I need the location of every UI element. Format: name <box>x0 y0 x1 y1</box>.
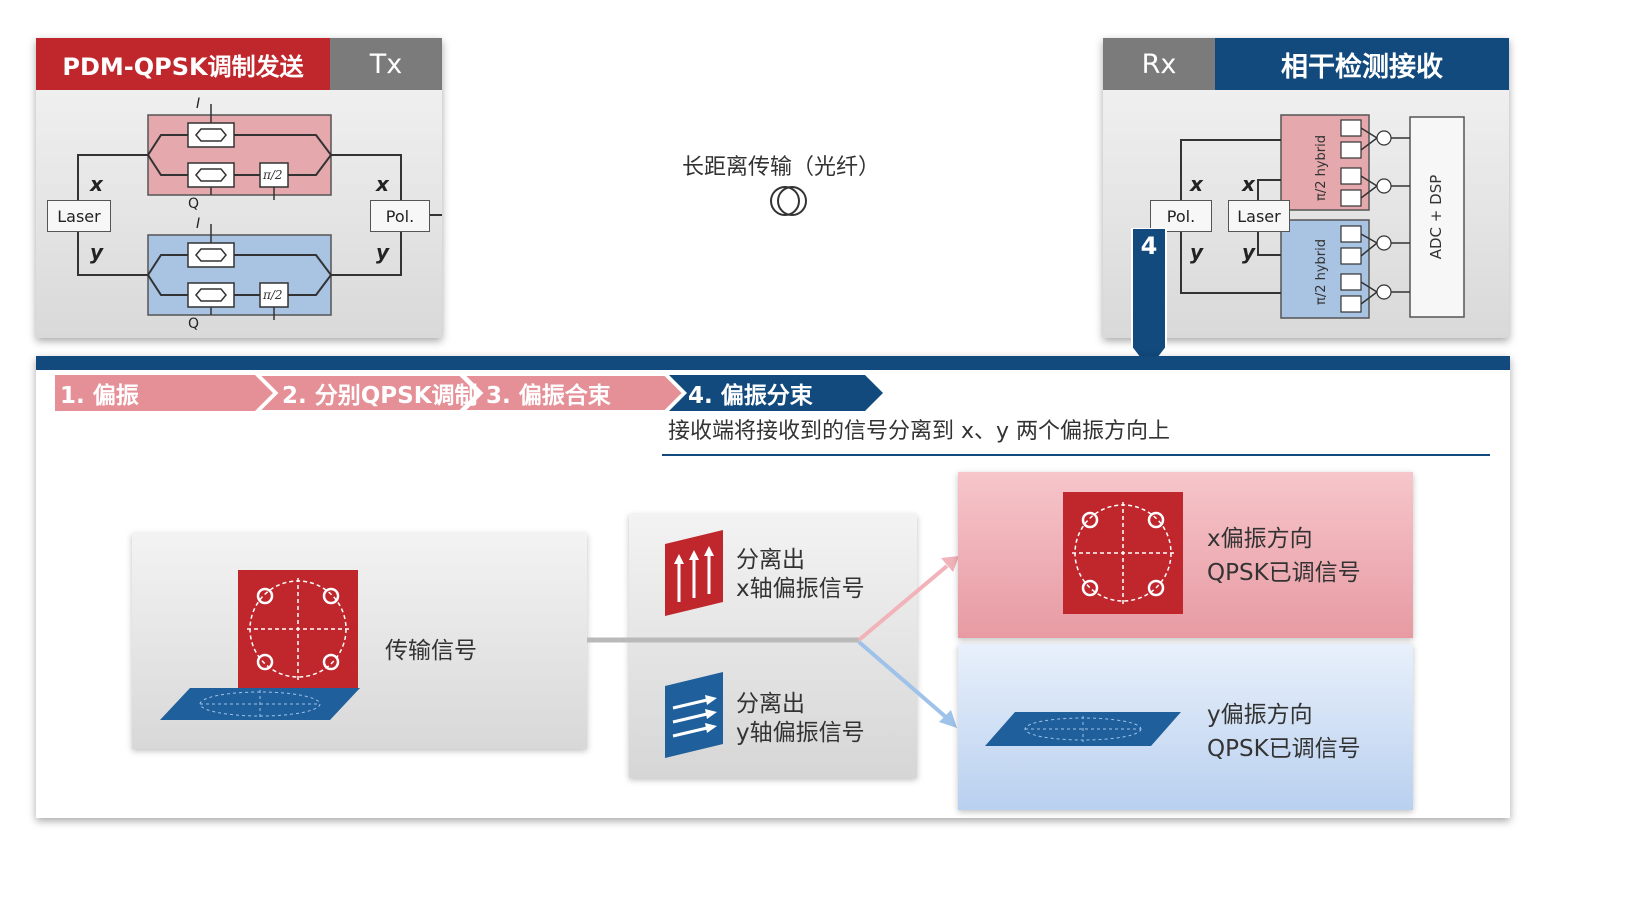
step-3: 3. 偏振合束 <box>486 383 611 409</box>
rx-receiver-diagram: π/2 hybrid π/2 hybrid ADC + DSP <box>1180 114 1465 319</box>
step-1: 1. 偏振 <box>60 383 139 409</box>
tx-x-right-label: x <box>376 172 389 196</box>
flow-arrows <box>587 556 959 728</box>
tx-x-left-label: x <box>90 172 103 196</box>
tx-pol-box: Pol. <box>370 200 430 232</box>
step-caption: 接收端将接收到的信号分离到 x、y 两个偏振方向上 <box>668 419 1171 444</box>
fiber-coil-icon <box>770 186 807 216</box>
caption-underline <box>662 454 1490 456</box>
rx-pol-box: Pol. <box>1150 200 1212 232</box>
tx-q-bottom-label: Q <box>188 316 200 332</box>
rx-hybrid-top-label: π/2 hybrid <box>1314 135 1329 201</box>
tx-y-right-label: y <box>376 240 390 264</box>
tx-y-left-label: y <box>90 240 104 264</box>
rx-adc-box <box>1409 116 1465 318</box>
out-y-line1: y偏振方向 <box>1207 702 1313 728</box>
tx-i-bottom-label: I <box>196 216 201 232</box>
input-signal-label: 传输信号 <box>385 638 477 664</box>
rx-x-right-label: x <box>1242 172 1255 196</box>
rx-laser-box: Laser <box>1228 200 1290 232</box>
rx-x-left-label: x <box>1190 172 1203 196</box>
x-modulator-block <box>147 114 332 196</box>
out-y-line2: QPSK已调信号 <box>1207 736 1361 762</box>
rx-adc-label: ADC + DSP <box>1427 175 1445 260</box>
out-x-line2: QPSK已调信号 <box>1207 560 1361 586</box>
out-x-line1: x偏振方向 <box>1207 526 1313 552</box>
rx-y-right-label: y <box>1242 240 1256 264</box>
tx-laser-box: Laser <box>47 200 111 232</box>
rx-tag: Rx <box>1103 38 1215 90</box>
rx-hybrid-bottom-label: π/2 hybrid <box>1314 239 1329 305</box>
step-4: 4. 偏振分束 <box>688 383 813 409</box>
tx-q-top-label: Q <box>188 196 200 212</box>
fiber-link-label: 长距离传输（光纤） <box>682 155 881 180</box>
tx-tag: Tx <box>330 38 442 90</box>
step4-badge: 4 <box>1140 232 1158 260</box>
y-phase-label: π/2 <box>262 288 283 302</box>
split-x-line1: 分离出 <box>736 547 805 573</box>
x-phase-label: π/2 <box>262 168 283 182</box>
step-breadcrumb-shapes <box>55 375 883 411</box>
rx-title: 相干检测接收 <box>1215 38 1509 90</box>
output-x-card <box>958 472 1413 638</box>
split-x-line2: x轴偏振信号 <box>736 576 865 602</box>
split-y-line1: 分离出 <box>736 691 805 717</box>
tx-modulator-diagram: π/2 π/2 <box>77 104 442 320</box>
step-2: 2. 分别QPSK调制 <box>282 383 478 409</box>
rx-y-left-label: y <box>1190 240 1204 264</box>
x-axis-split-icon <box>665 530 723 616</box>
y-constellation-icon <box>985 712 1181 746</box>
tx-i-top-label: I <box>196 96 201 112</box>
split-y-line2: y轴偏振信号 <box>736 720 865 746</box>
y-modulator-block <box>147 234 332 316</box>
tx-title: PDM-QPSK调制发送 <box>36 38 330 90</box>
x-constellation-icon <box>1063 492 1183 614</box>
y-axis-split-icon <box>665 672 723 758</box>
combined-constellation-icon <box>160 570 360 720</box>
